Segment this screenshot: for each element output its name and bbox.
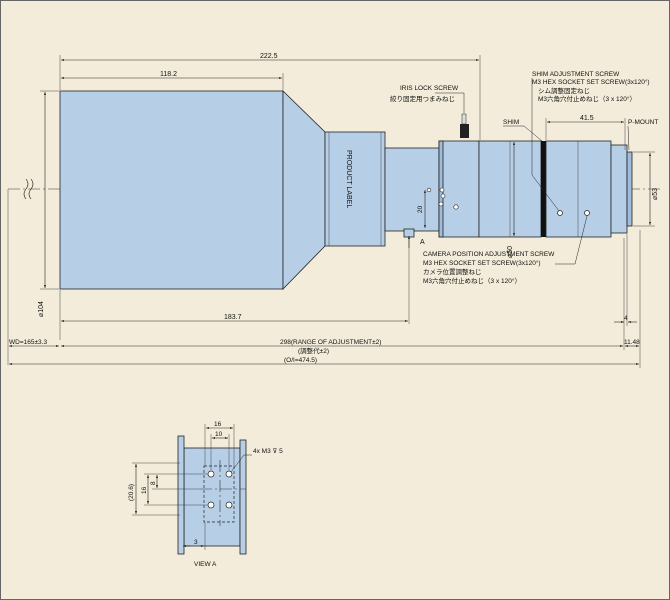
view-dim-16: 16: [214, 421, 222, 428]
view-a-hole: [207, 470, 215, 478]
view-dim-10: 10: [215, 431, 223, 438]
view-a-caption: VIEW A: [194, 561, 217, 568]
dim-flange-back: 11.48: [624, 339, 640, 346]
iris-ring: [438, 140, 480, 238]
product-label-text: PRODUCT LABEL: [345, 150, 352, 208]
svg-text:カメラ位置調整ねじ: カメラ位置調整ねじ: [423, 267, 482, 276]
front-barrel: [59, 90, 284, 290]
view-dim-8: 8: [150, 481, 157, 485]
svg-text:M3六角穴付止めねじ（3 x 120°）: M3六角穴付止めねじ（3 x 120°）: [423, 276, 521, 285]
p-mount-callout: P-MOUNT: [627, 119, 658, 151]
svg-text:M3六角穴付止めねじ（3 x 120°）: M3六角穴付止めねじ（3 x 120°）: [538, 94, 636, 103]
dim-flange-4: 4: [624, 315, 628, 322]
shim-callout: SHIM: [503, 119, 543, 142]
axis-break-symbol: [23, 178, 34, 200]
view-dim-3: 3: [194, 539, 198, 546]
dim-working-distance: WD=165±3.3: [9, 339, 47, 346]
iris-lock-screw: [460, 124, 469, 138]
svg-text:M3 HEX SOCKET SET SCREW(3x120°: M3 HEX SOCKET SET SCREW(3x120°): [532, 78, 650, 86]
svg-text:M3 HEX SOCKET SET SCREW(3x120°: M3 HEX SOCKET SET SCREW(3x120°): [423, 259, 541, 267]
svg-text:シム調整固定ねじ: シム調整固定ねじ: [538, 86, 590, 95]
dim-front-length: 118.2: [160, 71, 177, 78]
rear-barrel: [545, 140, 612, 238]
p-mount: [610, 144, 628, 234]
dim-overall-length: 222.5: [260, 53, 278, 60]
dim-diameter-mid: ⌀50: [507, 246, 514, 258]
camera-position-callout: CAMERA POSITION ADJUSTMENT SCREW M3 HEX …: [423, 215, 588, 285]
dim-object-to-image: (O/I=474.5): [284, 357, 317, 364]
dim-range-jp: (調整代±2): [298, 346, 329, 355]
view-screw-spec: 4x M3 ⊽ 5: [253, 447, 283, 455]
dim-diameter-rear: ⌀53: [652, 188, 659, 200]
shim-adjustment-callout: SHIM ADJUSTMENT SCREW M3 HEX SOCKET SET …: [531, 71, 650, 212]
lens-body: PRODUCT LABEL: [59, 90, 633, 290]
dim-height-20: 20: [417, 205, 424, 213]
view-a-drawing: 16 10 4x M3 ⊽ 5 (20.6) 16 8 3 VIEW A: [128, 421, 283, 568]
taper-section: [282, 90, 326, 290]
svg-text:P-MOUNT: P-MOUNT: [628, 119, 658, 126]
camera-position-screw-hole: [584, 210, 590, 216]
label-section: [324, 131, 386, 247]
view-a-marker: A: [420, 239, 425, 246]
iris-lock-callout: IRIS LOCK SCREW 絞り固定用つまみねじ: [390, 85, 465, 113]
svg-text:SHIM: SHIM: [503, 119, 519, 126]
view-a-hole: [225, 501, 233, 509]
view-a-hole: [225, 470, 233, 478]
shim-adjustment-screw-hole: [557, 210, 563, 216]
svg-text:SHIM ADJUSTMENT SCREW: SHIM ADJUSTMENT SCREW: [532, 71, 620, 78]
svg-text:IRIS LOCK SCREW: IRIS LOCK SCREW: [400, 85, 459, 92]
shim: [541, 141, 546, 237]
dim-mount-length: 41.5: [580, 115, 594, 122]
dim-diameter-front: ⌀104: [38, 301, 45, 317]
view-dim-16-vertical: 16: [141, 486, 148, 494]
view-dim-206: (20.6): [128, 484, 135, 501]
dim-body-length: 183.7: [224, 314, 242, 321]
svg-text:CAMERA POSITION ADJUSTMENT SCR: CAMERA POSITION ADJUSTMENT SCREW: [423, 251, 555, 258]
view-a-hole: [207, 501, 215, 509]
svg-text:絞り固定用つまみねじ: 絞り固定用つまみねじ: [390, 94, 455, 103]
dim-range: 298(RANGE OF ADJUSTMENT±2): [280, 339, 381, 346]
